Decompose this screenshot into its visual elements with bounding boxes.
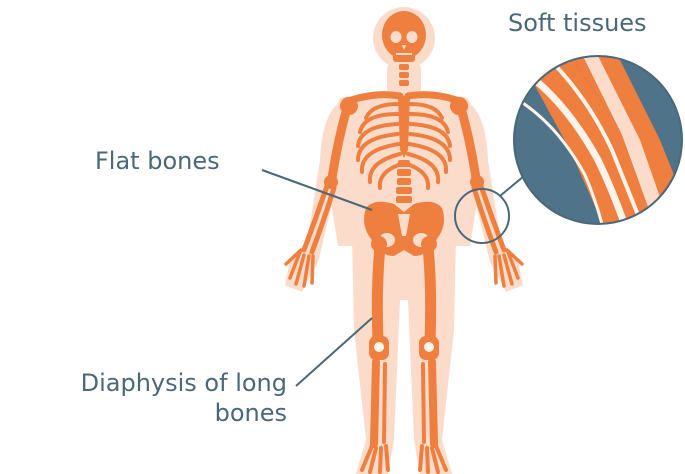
diaphysis-label-line2: bones <box>81 398 287 428</box>
soft-tissue-inset <box>510 40 685 240</box>
cervical-spine <box>399 64 409 86</box>
diaphysis-label-line1: Diaphysis of long <box>81 368 287 398</box>
knees <box>369 336 439 360</box>
flat-bones-label: Flat bones <box>95 146 220 176</box>
soft-tissues-label: Soft tissues <box>508 8 647 38</box>
diaphysis-label: Diaphysis of long bones <box>81 368 287 428</box>
